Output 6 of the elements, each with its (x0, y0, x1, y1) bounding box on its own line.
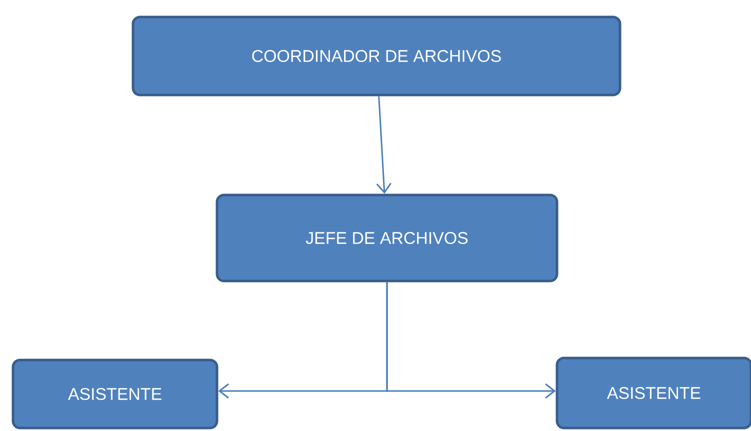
process-box: ASISTENTE (12, 358, 218, 430)
arrow (386, 282, 556, 399)
arrow (376, 96, 392, 194)
process-box: ASISTENTE (556, 356, 751, 430)
process-box: JEFE DE ARCHIVOS (216, 194, 558, 282)
process-box: COORDINADOR DE ARCHIVOS (132, 16, 622, 96)
